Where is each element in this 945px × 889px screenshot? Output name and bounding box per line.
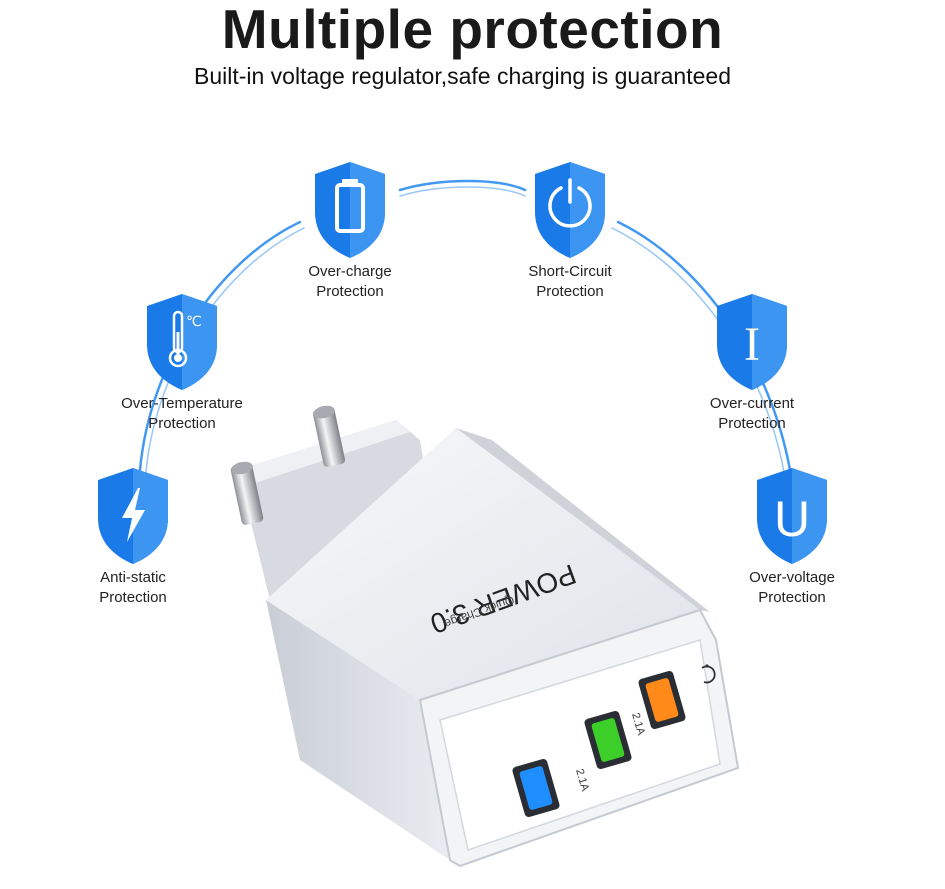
battery-icon	[315, 162, 385, 258]
feature-label-line1: Over-Temperature	[121, 395, 243, 412]
charger-body-side	[266, 600, 450, 860]
page-title: Multiple protection	[221, 0, 724, 60]
feature-anti-static: Anti-static Protection	[53, 466, 213, 608]
feature-over-charge: Over-charge Protection	[270, 160, 430, 302]
temp-unit-text: ℃	[186, 314, 202, 330]
current-letter-text: I	[744, 318, 760, 371]
lightning-icon	[98, 468, 168, 564]
feature-label-line2: Protection	[99, 589, 167, 606]
voltage-u-icon: U	[757, 468, 827, 564]
page-subtitle: Built-in voltage regulator,safe charging…	[193, 63, 731, 89]
usb-port-green	[584, 710, 632, 770]
thermometer-icon: ℃	[147, 294, 217, 390]
usb-port-blue	[512, 758, 560, 818]
power-icon	[535, 162, 605, 258]
feature-label-line2: Protection	[536, 283, 604, 300]
quick-charge-symbol-icon	[701, 664, 716, 684]
plug-pin-left	[230, 461, 264, 525]
feature-short-circuit: Short-Circuit Protection	[490, 160, 650, 302]
feature-over-voltage: U Over-voltage Protection	[712, 466, 872, 608]
feature-label-line2: Protection	[758, 589, 826, 606]
feature-label-line2: Protection	[316, 283, 384, 300]
usb-port-orange	[638, 670, 686, 730]
plug-pin-right	[312, 405, 346, 467]
feature-label-line2: Protection	[148, 415, 216, 432]
feature-label-line1: Over-current	[709, 395, 795, 412]
feature-over-current: I Over-current Protection	[672, 292, 832, 434]
voltage-letter-text: U	[774, 491, 810, 547]
feature-over-temperature: ℃ Over-Temperature Protection	[102, 292, 262, 434]
feature-label-line1: Anti-static	[100, 569, 166, 586]
feature-label-line2: Protection	[718, 415, 786, 432]
charger-body-top	[266, 428, 700, 700]
feature-label-line1: Over-voltage	[749, 569, 835, 586]
feature-label-line1: Short-Circuit	[528, 263, 612, 280]
feature-label-line1: Over-charge	[308, 263, 392, 280]
current-i-icon: I	[717, 294, 787, 390]
